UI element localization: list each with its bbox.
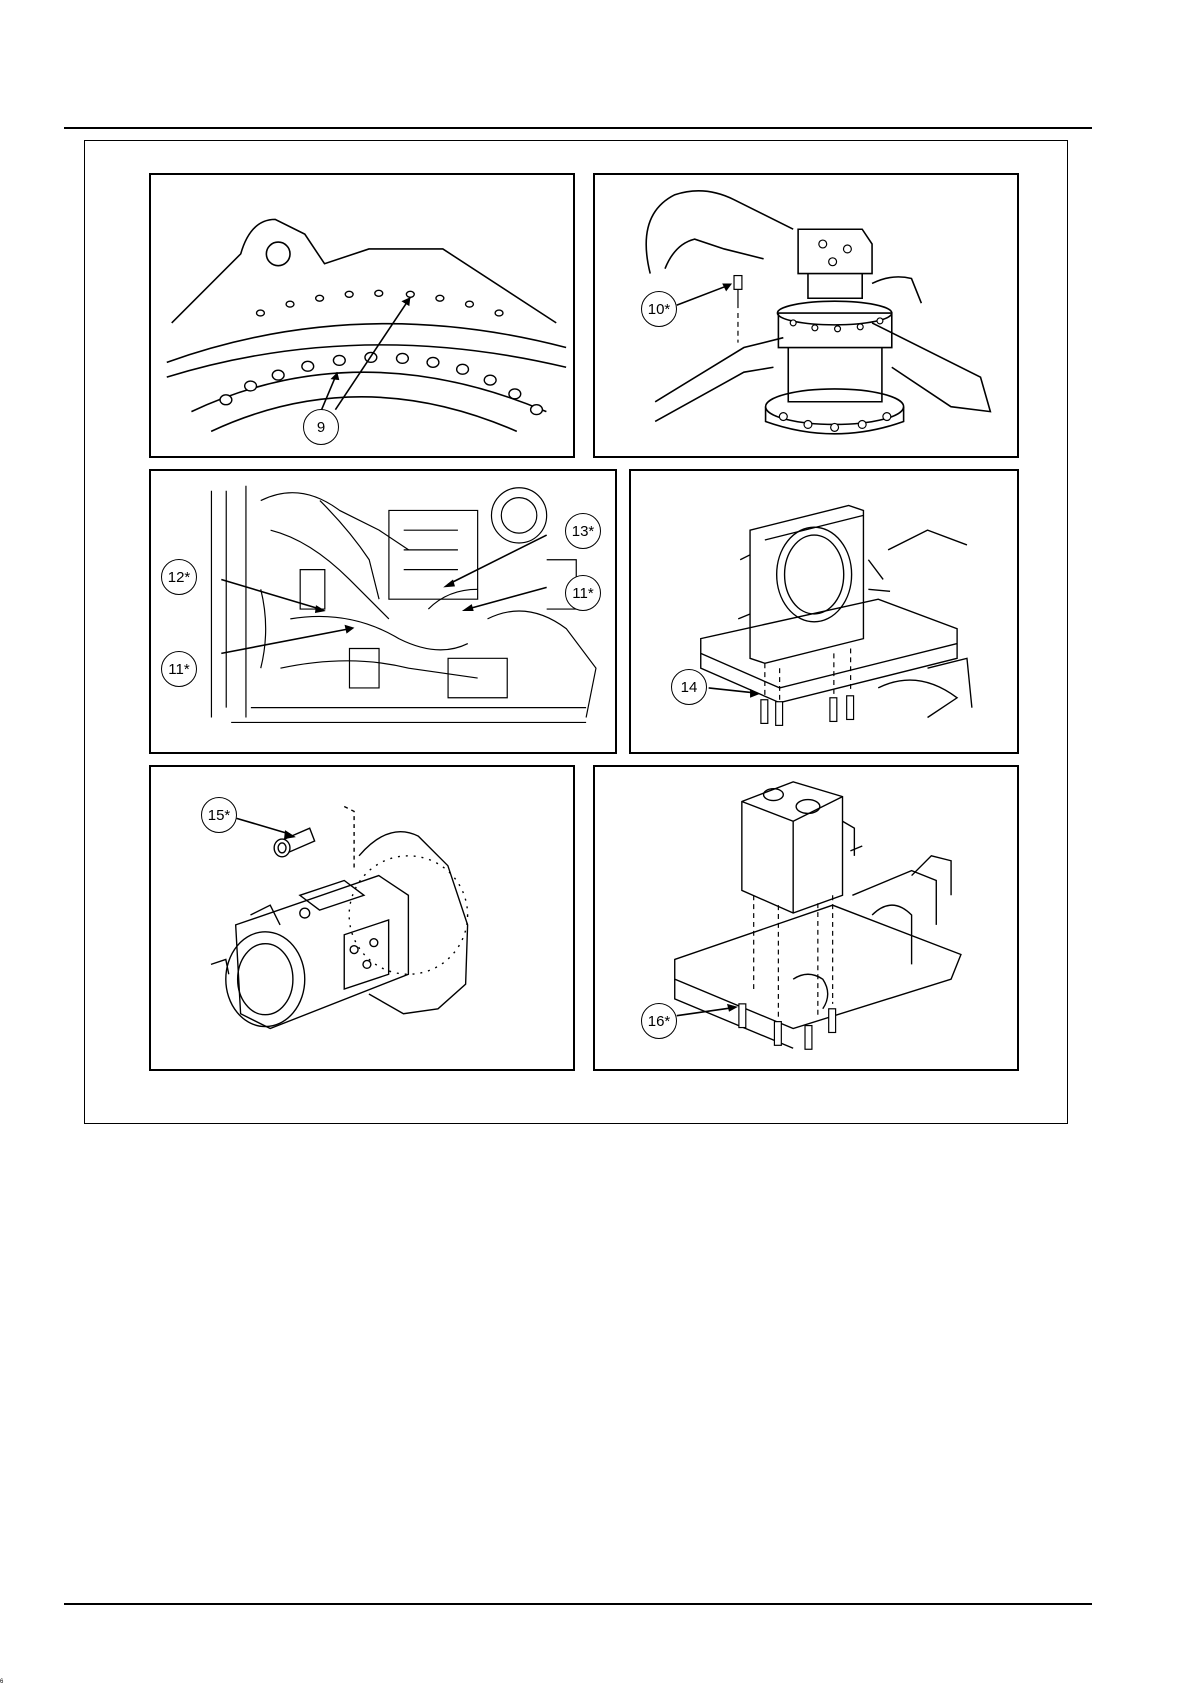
panel-engine-compartment: 12* 13* 11* 11* — [149, 469, 617, 754]
cooler-assembly-illustration — [631, 471, 1017, 752]
panel-hydraulic-tank: 16* — [593, 765, 1019, 1071]
callout-14: 14 — [671, 669, 707, 705]
header-rule — [64, 127, 1092, 129]
engine-compartment-illustration — [151, 471, 615, 752]
figure-frame: 9 — [84, 140, 1068, 1124]
callout-10-star: 10* — [641, 291, 677, 327]
footer-rule — [64, 1603, 1092, 1605]
callout-15-star: 15* — [201, 797, 237, 833]
panel-swing-motor: 10* — [593, 173, 1019, 458]
swing-bearing-illustration — [151, 175, 573, 456]
panel-hydraulic-pump: 15* — [149, 765, 575, 1071]
footer-page-mark: 6 — [0, 1679, 3, 1685]
callout-9: 9 — [303, 409, 339, 445]
callout-13-star: 13* — [565, 513, 601, 549]
callout-11-star-left: 11* — [161, 651, 197, 687]
callout-11-star-right: 11* — [565, 575, 601, 611]
panel-swing-bearing-bolts: 9 — [149, 173, 575, 458]
callout-16-star: 16* — [641, 1003, 677, 1039]
panel-cooler-assembly: 14 — [629, 469, 1019, 754]
callout-12-star: 12* — [161, 559, 197, 595]
